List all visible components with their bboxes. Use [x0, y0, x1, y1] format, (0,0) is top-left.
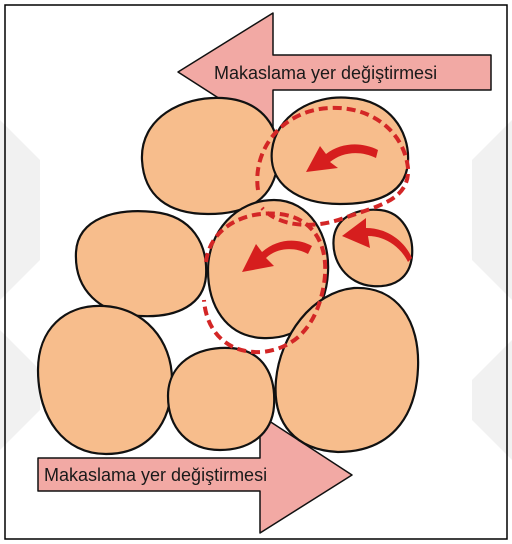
- bottom-arrow-label: Makaslama yer değiştirmesi: [44, 465, 267, 485]
- grain-bottom-middle: [168, 348, 274, 450]
- grain-left: [76, 211, 206, 316]
- grain-bottom-left: [38, 306, 172, 454]
- grain-top-left: [142, 98, 279, 214]
- top-arrow-label: Makaslama yer değiştirmesi: [214, 63, 437, 83]
